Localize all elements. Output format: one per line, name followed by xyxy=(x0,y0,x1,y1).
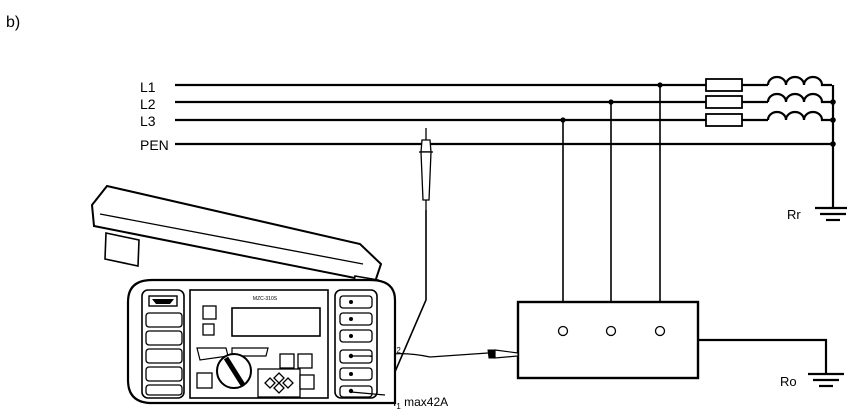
socket-lead-i2 xyxy=(351,355,372,357)
load-enclosure xyxy=(516,300,700,380)
probe-lead-i1 xyxy=(384,210,427,396)
meter-instrument: MZC-310S xyxy=(90,184,397,405)
meter-key[interactable] xyxy=(202,305,217,320)
enclosure-earth-wire xyxy=(698,338,828,374)
socket-lead-i1 xyxy=(350,391,386,396)
terminal-socket xyxy=(339,367,373,381)
terminal-socket xyxy=(339,295,373,309)
coil-l3 xyxy=(766,110,832,122)
load-terminal xyxy=(557,325,569,337)
fuse-l3 xyxy=(705,113,768,127)
terminal-socket xyxy=(339,312,373,326)
nav-key-right[interactable] xyxy=(282,377,294,389)
fuse-l2 xyxy=(705,95,768,109)
nav-key-left[interactable] xyxy=(264,377,276,389)
meter-lid-edge xyxy=(99,213,364,265)
nav-key-down[interactable] xyxy=(273,382,285,394)
line-label-l1: L1 xyxy=(140,79,156,95)
meter-key[interactable] xyxy=(297,353,313,369)
ground-label-rr: Rr xyxy=(787,207,801,222)
load-terminal xyxy=(654,325,666,337)
load-terminal xyxy=(605,325,617,337)
terminal-label-i1: I1 max42A xyxy=(393,395,448,411)
ground-label-ro: Ro xyxy=(780,374,797,389)
meter-model-text: MZC-310S xyxy=(253,296,278,302)
meter-key[interactable] xyxy=(279,353,295,369)
side-button[interactable] xyxy=(145,330,183,346)
ground-symbol-rr xyxy=(815,206,847,222)
line-label-pen: PEN xyxy=(140,137,169,153)
side-button[interactable] xyxy=(145,312,183,328)
meter-connector-slot xyxy=(152,299,174,304)
test-probe-pen xyxy=(419,128,433,210)
line-label-l3: L3 xyxy=(140,113,156,129)
fuse-l1 xyxy=(705,78,768,92)
rotary-switch-pointer xyxy=(223,356,246,387)
coil-l1 xyxy=(766,75,832,87)
junction-dot xyxy=(830,117,836,123)
side-button[interactable] xyxy=(145,366,183,382)
terminal-socket-i1[interactable] xyxy=(339,385,373,398)
meter-lid xyxy=(90,184,383,284)
side-button[interactable] xyxy=(145,384,183,396)
meter-key[interactable] xyxy=(196,372,213,389)
meter-hinge xyxy=(104,232,140,267)
ground-symbol-ro xyxy=(808,372,844,388)
meter-key[interactable] xyxy=(299,374,315,390)
meter-display xyxy=(231,307,321,337)
terminal-socket xyxy=(339,329,373,343)
test-probe-enclosure xyxy=(429,349,519,359)
figure-label: b) xyxy=(6,14,20,31)
line-label-l2: L2 xyxy=(140,96,156,112)
junction-dot xyxy=(830,99,836,105)
coil-l2 xyxy=(766,92,832,104)
junction-dot xyxy=(830,141,836,147)
meter-key[interactable] xyxy=(202,323,215,336)
side-button[interactable] xyxy=(145,348,183,364)
